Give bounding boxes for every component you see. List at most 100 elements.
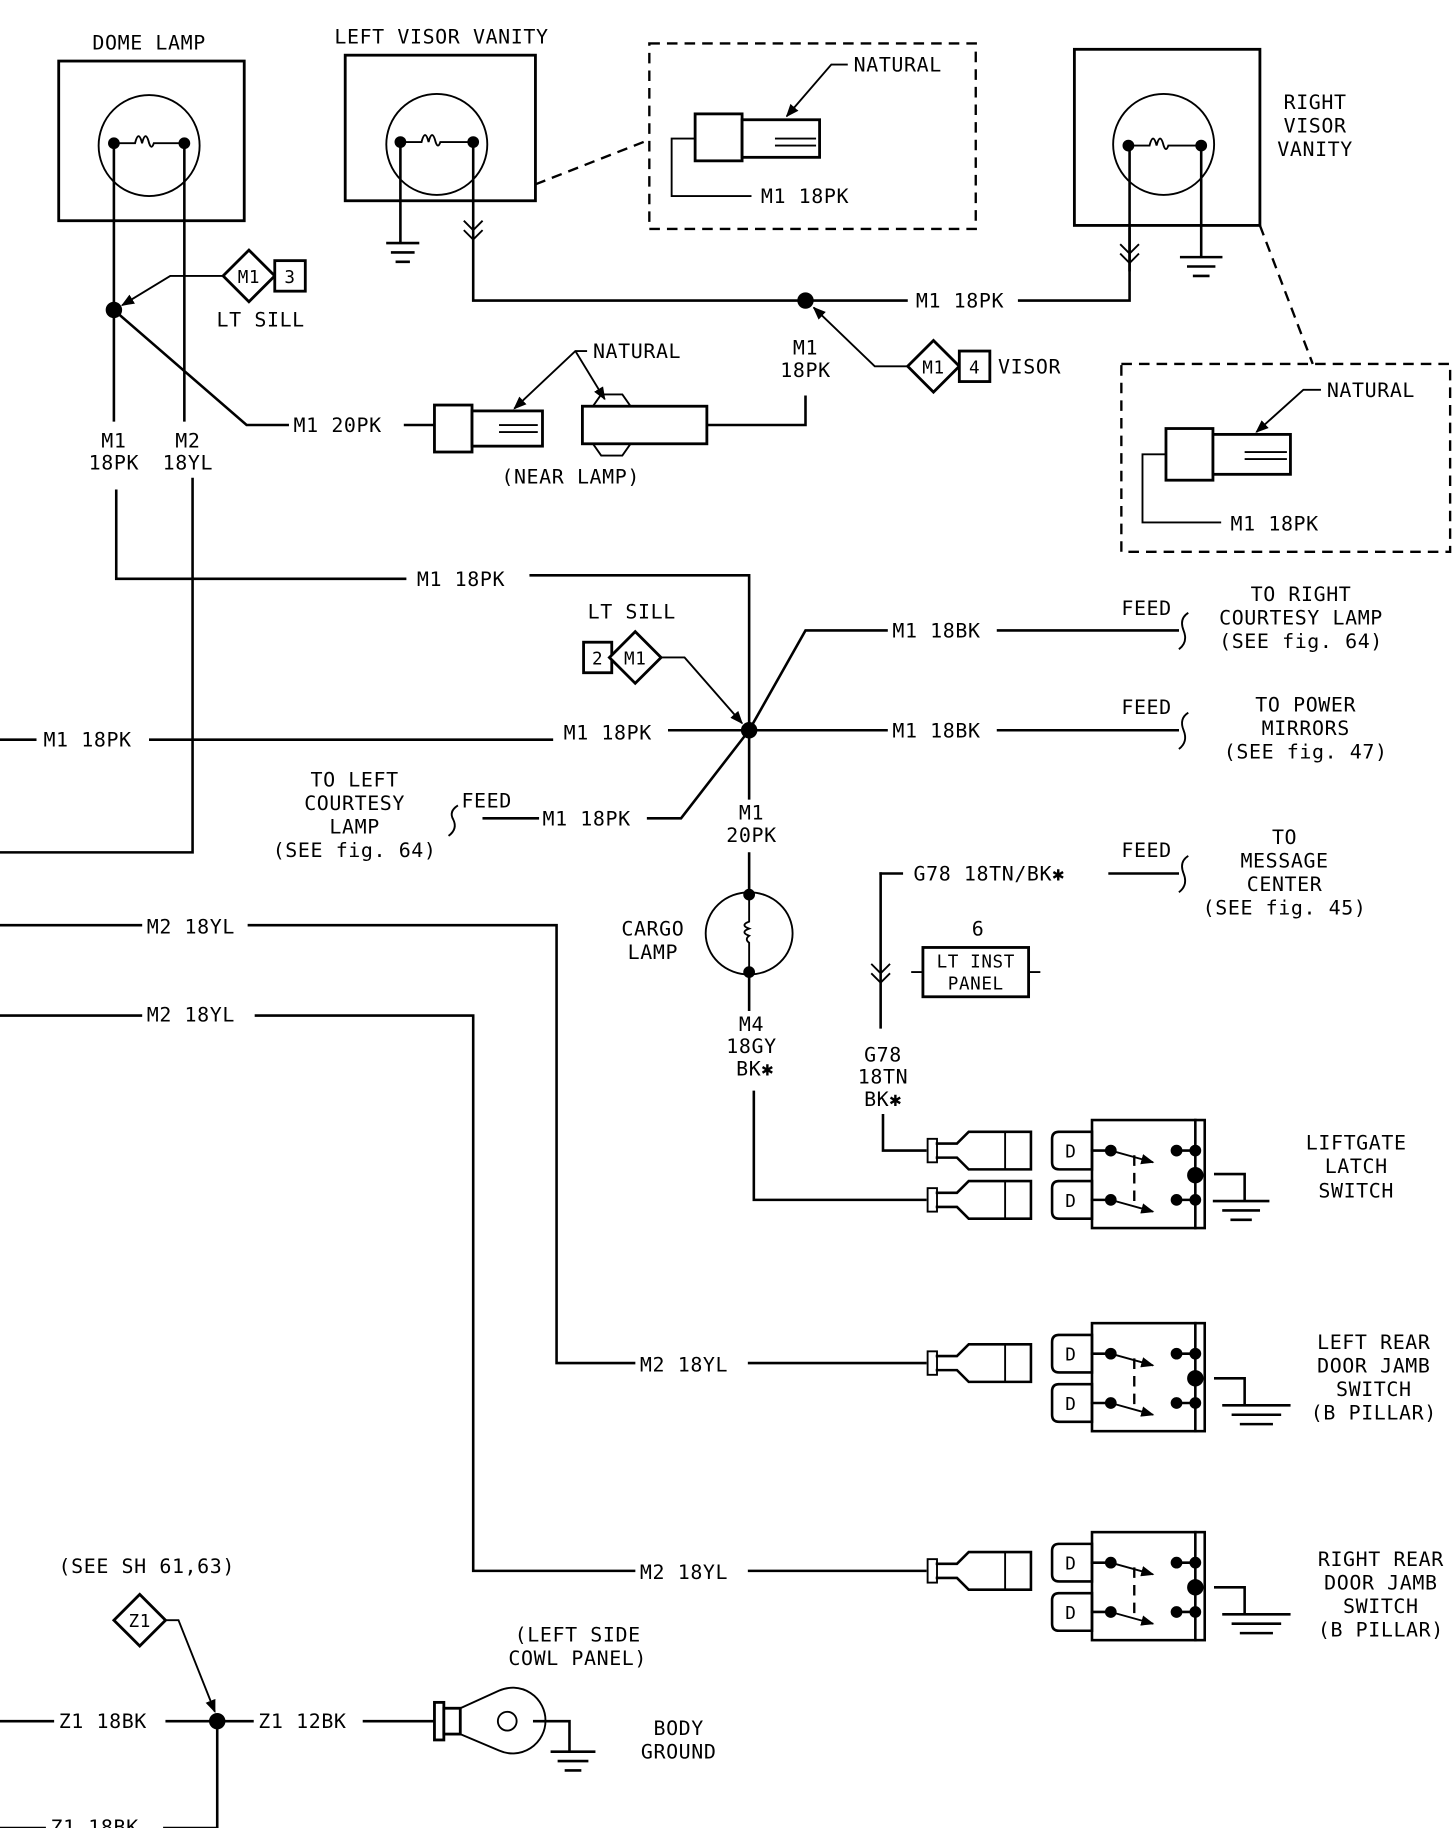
svg-text:NATURAL: NATURAL — [593, 339, 681, 363]
svg-text:FEED: FEED — [1121, 596, 1171, 620]
left-rear-door-jamb-switch: DD — [926, 1321, 1207, 1433]
svg-text:G78: G78 — [864, 1042, 902, 1066]
svg-text:6: 6 — [972, 917, 985, 941]
svg-text:BK✱: BK✱ — [736, 1056, 774, 1080]
svg-text:(SEE fig. 45): (SEE fig. 45) — [1203, 896, 1367, 920]
switch-body: DD — [1050, 1530, 1207, 1642]
right-rear-door-jamb-switch: DD — [926, 1530, 1207, 1642]
svg-text:M1: M1 — [238, 268, 260, 288]
svg-text:M1 18PK: M1 18PK — [761, 184, 849, 208]
dome-lamp: DOME LAMP — [57, 30, 246, 223]
svg-text:M2 18YL: M2 18YL — [147, 914, 235, 938]
svg-text:SWITCH: SWITCH — [1343, 1594, 1419, 1618]
bulb-icon — [97, 94, 201, 198]
svg-text:(SEE fig. 64): (SEE fig. 64) — [1219, 629, 1383, 653]
svg-text:SWITCH: SWITCH — [1336, 1377, 1412, 1401]
near-lamp-connector: NATURAL (NEAR LAMP) — [403, 339, 807, 489]
svg-text:COURTESY: COURTESY — [304, 791, 405, 815]
svg-text:FEED: FEED — [1121, 838, 1171, 862]
ground-icon — [1179, 255, 1223, 278]
svg-text:M1: M1 — [739, 800, 764, 824]
cargo-lamp: CARGO LAMP — [621, 888, 794, 978]
svg-text:(B PILLAR): (B PILLAR) — [1318, 1618, 1444, 1642]
svg-text:CENTER: CENTER — [1247, 872, 1323, 896]
connector-detail-box: M1 18PK NATURAL — [648, 42, 977, 231]
svg-text:Z1 18BK: Z1 18BK — [59, 1709, 147, 1733]
svg-text:M1: M1 — [624, 650, 646, 670]
visor-connector-4: M1 4 VISOR — [812, 306, 1061, 395]
svg-text:Z1: Z1 — [129, 1612, 151, 1632]
svg-text:M1: M1 — [101, 428, 126, 452]
spade-connector-icon — [926, 1550, 1033, 1591]
terminal-label: D — [1065, 1346, 1076, 1366]
svg-text:Z1 18BK: Z1 18BK — [50, 1815, 138, 1828]
svg-text:VISOR: VISOR — [998, 354, 1061, 378]
spade-connector-icon — [926, 1342, 1033, 1384]
svg-text:M1: M1 — [922, 358, 944, 378]
svg-text:M1 18PK: M1 18PK — [542, 806, 630, 830]
svg-text:GROUND: GROUND — [641, 1740, 717, 1764]
svg-text:BK✱: BK✱ — [864, 1087, 902, 1111]
svg-text:18YL: 18YL — [163, 451, 213, 475]
svg-text:LEFT VISOR VANITY: LEFT VISOR VANITY — [334, 24, 548, 48]
ring-terminal-icon — [433, 1686, 547, 1755]
svg-text:(LEFT SIDE: (LEFT SIDE — [515, 1622, 641, 1646]
svg-text:CARGO: CARGO — [621, 917, 684, 941]
terminal-label: D — [1065, 1555, 1076, 1575]
ground-icon — [386, 241, 420, 264]
svg-text:MIRRORS: MIRRORS — [1262, 716, 1350, 740]
liftgate-latch-switch: DD — [926, 1118, 1207, 1230]
svg-text:LAMP: LAMP — [628, 940, 678, 964]
svg-text:(NEAR LAMP): (NEAR LAMP) — [501, 465, 640, 489]
lt-sill-connector-3: M1 3 LT SILL — [120, 248, 307, 331]
svg-text:M2 18YL: M2 18YL — [147, 1002, 235, 1026]
spade-connector-icon — [926, 1179, 1033, 1220]
svg-text:18PK: 18PK — [89, 451, 139, 475]
dome-lamp-label: DOME LAMP — [92, 30, 205, 54]
switch-body: DD — [1050, 1118, 1207, 1230]
svg-text:LT SILL: LT SILL — [217, 307, 305, 331]
svg-text:M4: M4 — [739, 1012, 764, 1036]
left-visor-vanity: LEFT VISOR VANITY — [334, 24, 807, 302]
liftgate-ground-icon — [1212, 1172, 1270, 1222]
svg-text:2: 2 — [592, 650, 603, 670]
svg-text:M2 18YL: M2 18YL — [640, 1352, 728, 1376]
svg-text:M1 18PK: M1 18PK — [916, 289, 1004, 313]
svg-text:COWL PANEL): COWL PANEL) — [508, 1646, 647, 1670]
svg-text:M1 18PK: M1 18PK — [43, 728, 131, 752]
svg-text:LAMP: LAMP — [329, 815, 379, 839]
svg-text:18TN: 18TN — [858, 1065, 908, 1089]
svg-text:MESSAGE: MESSAGE — [1240, 849, 1328, 873]
svg-text:M1 18PK: M1 18PK — [417, 567, 505, 591]
svg-text:LATCH: LATCH — [1325, 1154, 1388, 1178]
svg-text:G78 18TN/BK✱: G78 18TN/BK✱ — [914, 862, 1065, 886]
svg-text:NATURAL: NATURAL — [1327, 378, 1415, 402]
svg-text:M1 18BK: M1 18BK — [892, 718, 980, 742]
svg-text:M1 20PK: M1 20PK — [294, 413, 382, 437]
svg-text:M1 18PK: M1 18PK — [564, 721, 652, 745]
svg-text:COURTESY LAMP: COURTESY LAMP — [1219, 606, 1383, 630]
svg-text:DOOR JAMB: DOOR JAMB — [1324, 1571, 1437, 1595]
svg-text:M2: M2 — [175, 428, 200, 452]
svg-text:LT INST: LT INST — [937, 952, 1015, 972]
svg-text:DOOR JAMB: DOOR JAMB — [1317, 1353, 1430, 1377]
svg-text:M1: M1 — [793, 336, 818, 360]
svg-text:(SEE fig. 47): (SEE fig. 47) — [1224, 739, 1388, 763]
svg-text:RIGHT: RIGHT — [1284, 90, 1347, 114]
connector-detail-box: M1 18PK NATURAL — [1120, 362, 1452, 553]
svg-text:(SEE fig. 64): (SEE fig. 64) — [273, 838, 437, 862]
svg-text:LT SILL: LT SILL — [588, 600, 676, 624]
svg-text:(B PILLAR): (B PILLAR) — [1311, 1400, 1437, 1424]
svg-text:M1 18PK: M1 18PK — [1231, 512, 1319, 536]
svg-text:20PK: 20PK — [726, 823, 776, 847]
svg-text:RIGHT REAR: RIGHT REAR — [1318, 1547, 1444, 1571]
svg-text:Z1 12BK: Z1 12BK — [258, 1709, 346, 1733]
svg-text:4: 4 — [969, 358, 980, 378]
svg-text:TO LEFT: TO LEFT — [311, 768, 399, 792]
svg-text:VANITY: VANITY — [1277, 137, 1353, 161]
lt-inst-panel-connector: 6 LT INST PANEL — [911, 917, 1041, 999]
switch-body: DD — [1050, 1321, 1207, 1433]
svg-text:FEED: FEED — [1121, 695, 1171, 719]
z1-splice-connector: Z1 — [111, 1592, 216, 1713]
